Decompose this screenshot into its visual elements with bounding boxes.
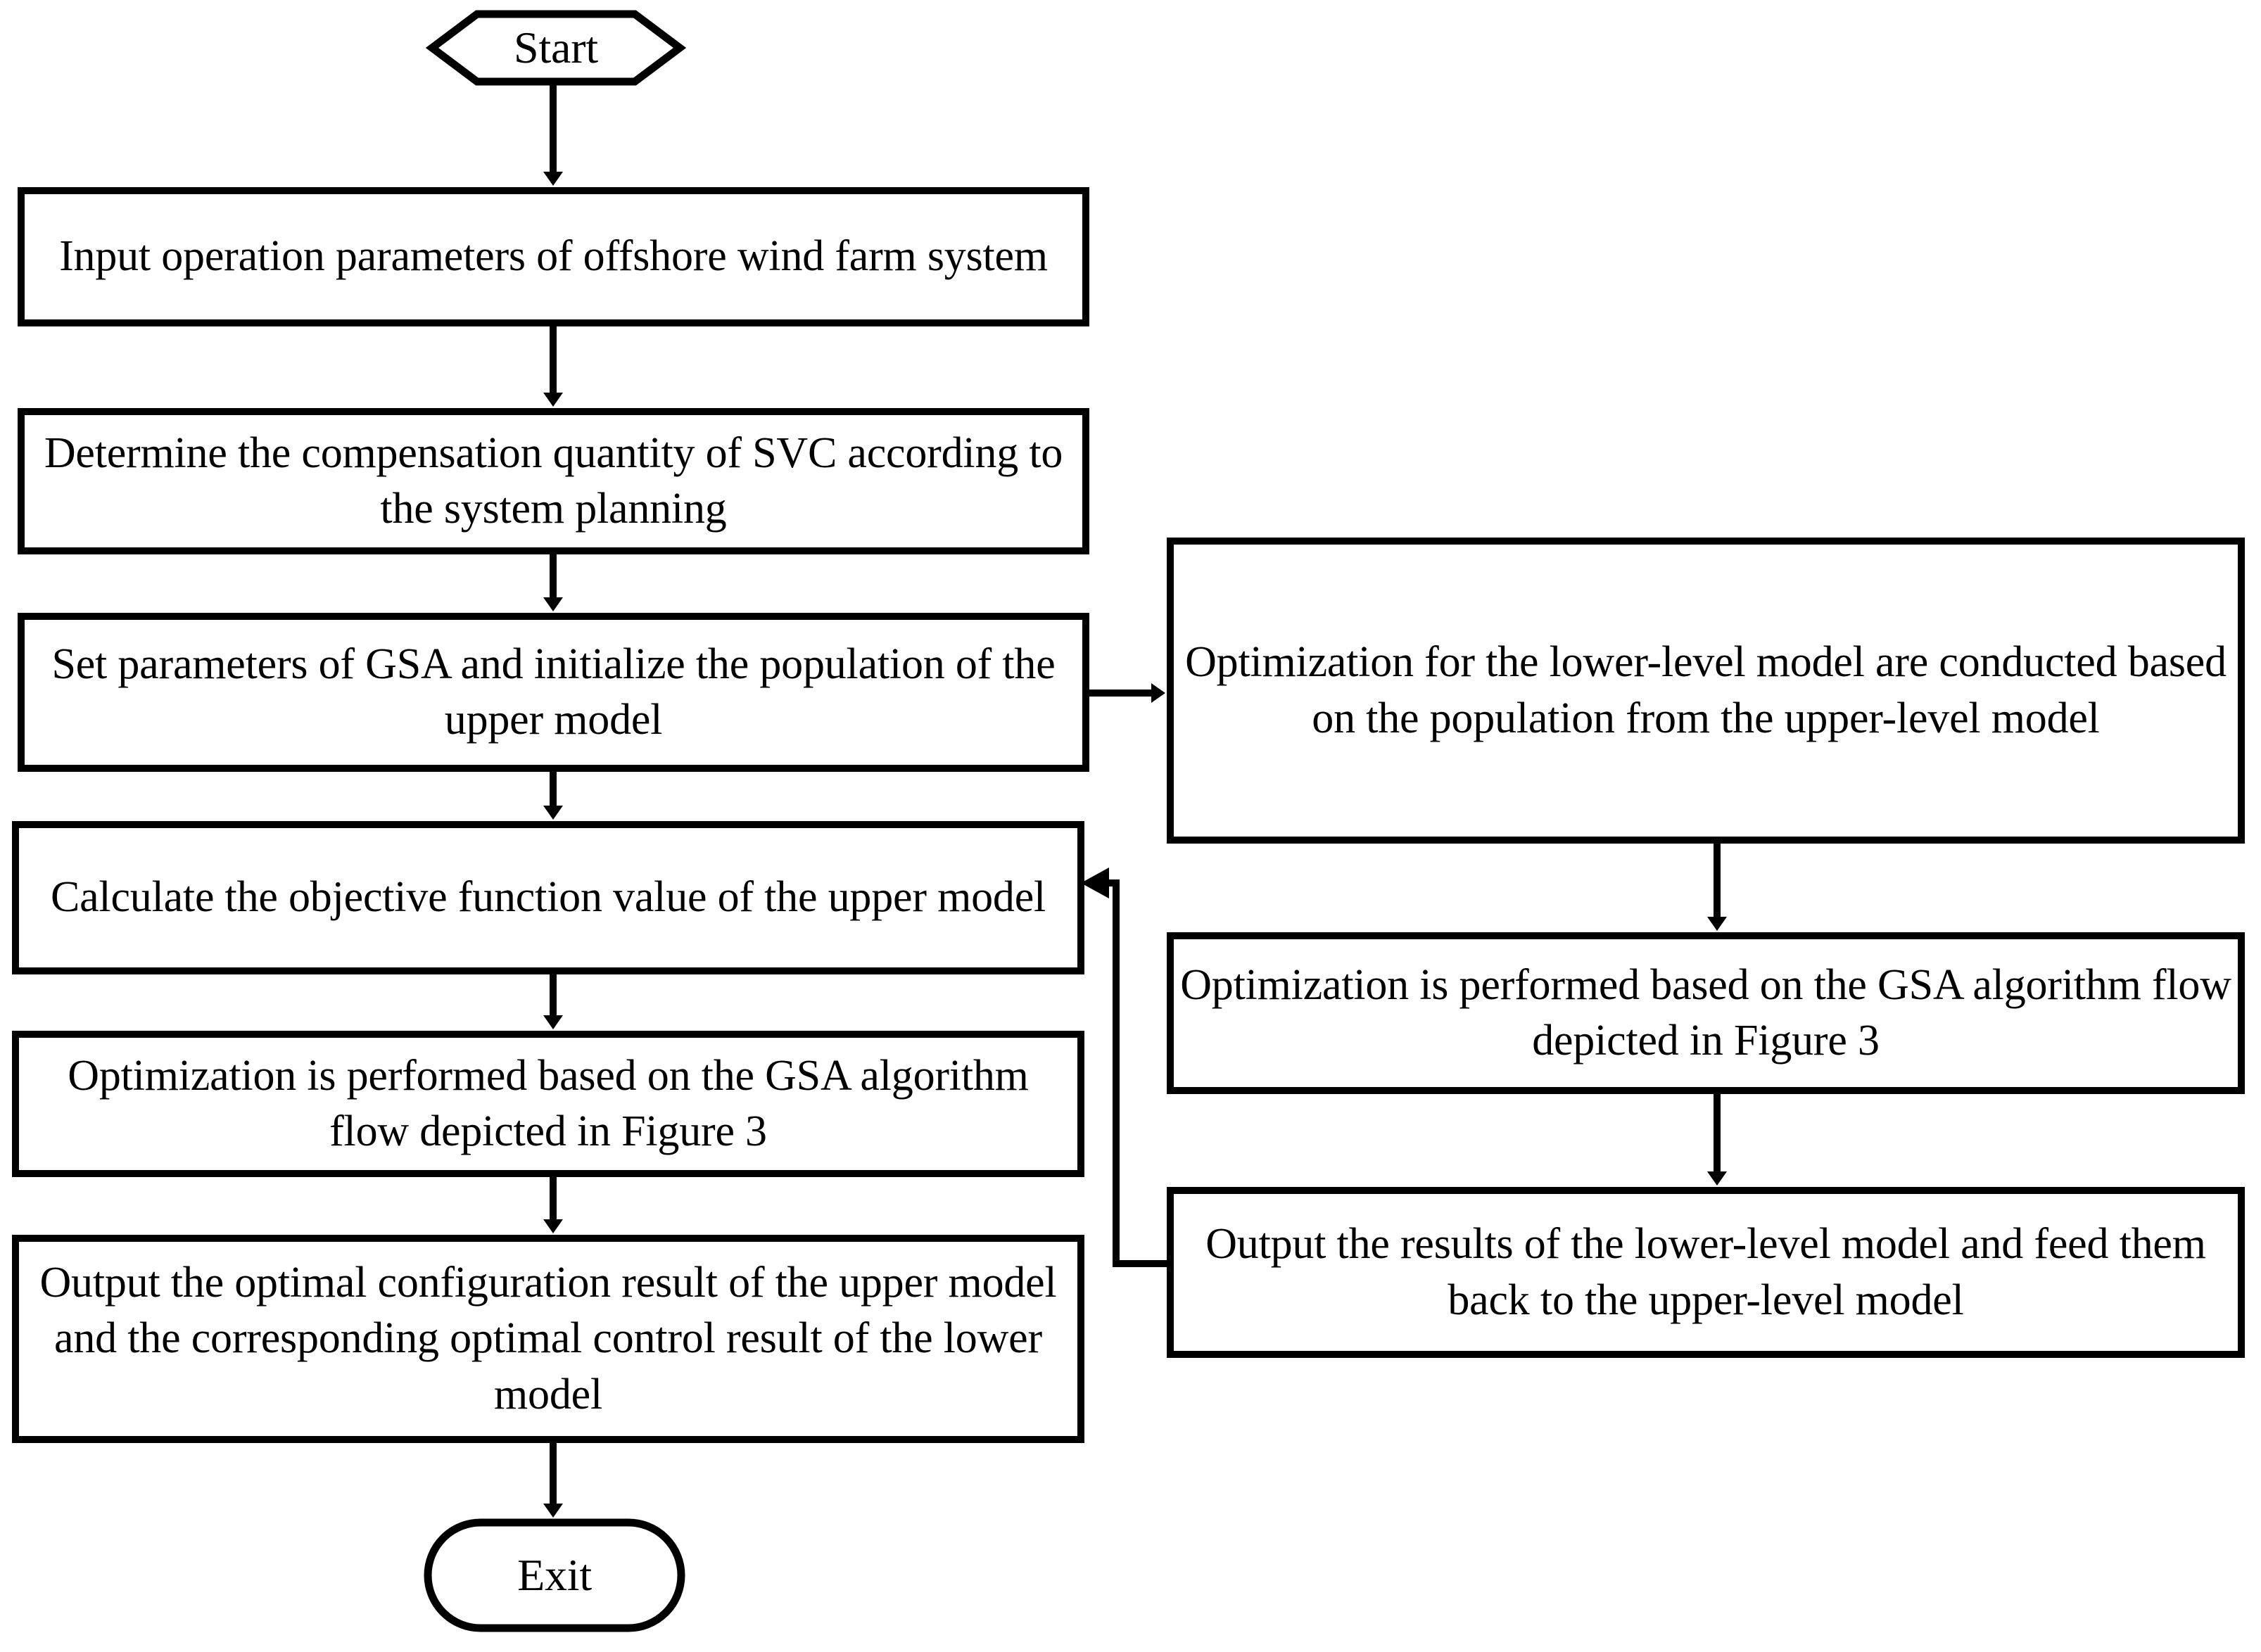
node-shape-optimize-upper[interactable] — [12, 1031, 1084, 1177]
node-shape-optimize-lower[interactable] — [1167, 538, 2245, 844]
node-shape-input-params[interactable] — [18, 187, 1089, 326]
node-shape-optimize-lower-gsa[interactable] — [1167, 932, 2245, 1094]
node-shape-calculate-objective[interactable] — [12, 821, 1084, 974]
node-shape-output-upper[interactable] — [12, 1235, 1084, 1443]
node-shape-output-lower[interactable] — [1167, 1187, 2245, 1358]
node-shape-exit[interactable] — [424, 1518, 685, 1632]
node-shape-set-gsa[interactable] — [18, 613, 1089, 772]
node-shape-determine-svc[interactable] — [18, 408, 1089, 554]
edge-feedback-arrowhead — [1081, 868, 1109, 898]
node-shape-start[interactable] — [425, 10, 687, 86]
edge-outputlower-to-calculate-feedback — [1094, 879, 1170, 1267]
